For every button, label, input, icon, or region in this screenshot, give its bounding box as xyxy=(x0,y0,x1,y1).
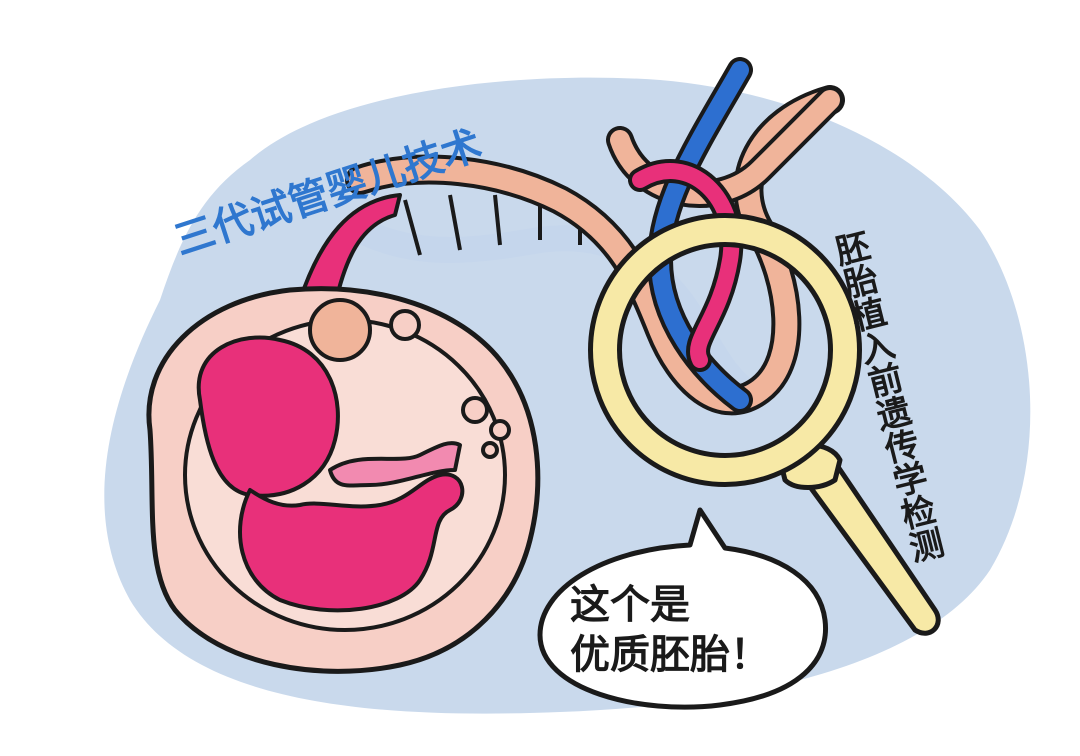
fetus-icon xyxy=(196,335,465,613)
dna-helix-icon xyxy=(345,57,845,416)
magnifying-glass-icon xyxy=(588,213,941,636)
speech-bubble-icon xyxy=(537,507,829,710)
umbilical-cord xyxy=(328,441,462,488)
speech-bubble-line2: 优质胚胎！ xyxy=(570,632,770,678)
fetus-body xyxy=(238,472,465,613)
polar-body xyxy=(481,441,499,459)
speech-bubble-line1: 这个是 xyxy=(570,582,690,628)
polar-body xyxy=(389,309,421,341)
magenta-ribbon xyxy=(298,193,402,307)
fetus-head xyxy=(196,335,340,498)
dna-rung xyxy=(403,199,422,256)
polar-body xyxy=(489,419,511,441)
polar-body xyxy=(308,298,372,362)
dna-rung xyxy=(493,194,502,246)
dna-rung xyxy=(448,194,462,251)
polar-body xyxy=(461,396,489,424)
magnifier-handle xyxy=(797,452,941,636)
embryo-cell-icon xyxy=(146,286,541,674)
